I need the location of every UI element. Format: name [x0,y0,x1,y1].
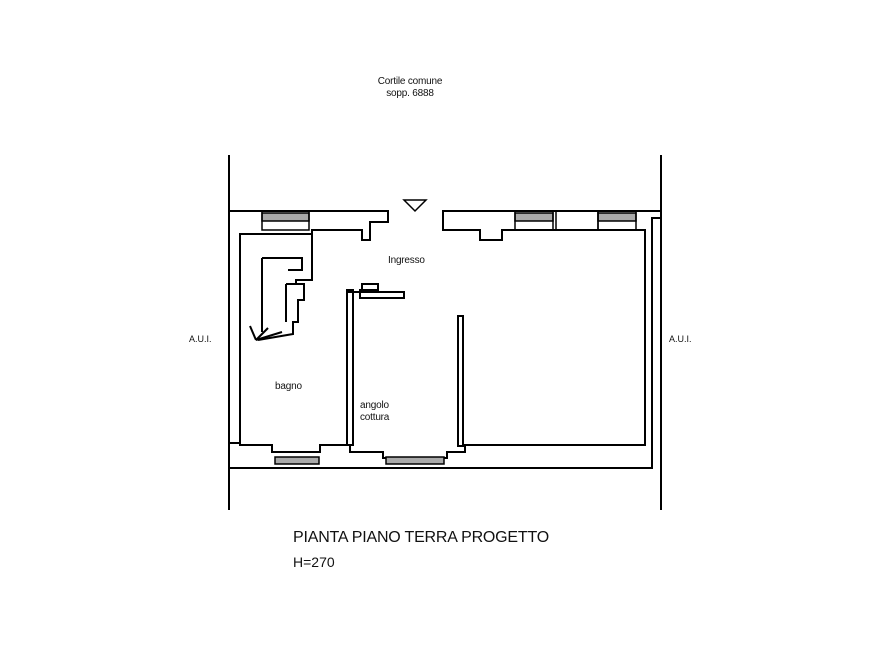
interior-partitions [249,234,464,447]
courtyard-label-line1: Cortile comune [377,76,443,87]
room-label-angolo-cottura: angolo cottura [360,400,389,424]
perimeter-walls [228,210,662,469]
plan-title: PIANTA PIANO TERRA PROGETTO [293,529,549,546]
entrance-arrow [402,199,428,213]
room-label-angolo-line2: cottura [360,412,390,423]
room-label-bagno: bagno [275,381,302,392]
bottom-windows [274,456,445,465]
side-label-left: A.U.I. [189,334,212,344]
courtyard-label: Cortile comune sopp. 6888 [370,76,450,100]
top-window-frames [261,210,637,231]
room-label-angolo-line1: angolo [360,400,389,411]
courtyard-label-line2: sopp. 6888 [386,88,434,99]
plan-height: H=270 [293,554,335,570]
room-label-ingresso: Ingresso [388,255,425,266]
side-label-right: A.U.I. [669,334,692,344]
